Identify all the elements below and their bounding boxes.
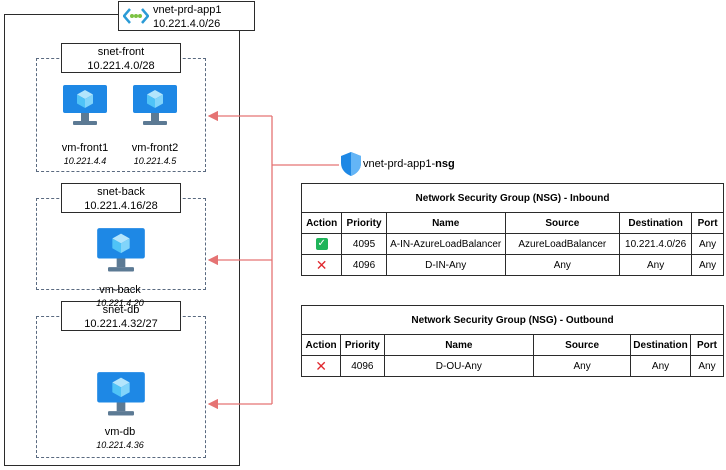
vnet-name: vnet-prd-app1 [153,4,222,16]
vm-front2-ip: 10.221.4.5 [133,156,177,166]
inbound-header-action: Action [300,212,343,234]
table-row: ✓ 4095 A-IN-AzureLoadBalancer AzureLoadB… [300,233,724,255]
subnet-db-label: snet-db 10.221.4.32/27 [61,301,181,331]
vnet-cidr: 10.221.4.0/26 [153,18,221,30]
nsg-name-suffix: nsg [435,158,455,170]
subnet-db-name: snet-db [102,304,140,316]
nsg-outbound-table: Network Security Group (NSG) - Outbound … [300,305,725,377]
destination-cell: Any [619,254,693,276]
vm-back-ip: 10.221.4.20 [96,298,144,308]
inbound-header-destination: Destination [619,212,693,234]
vm-monitor-icon [133,85,177,125]
nsg-inbound-table: Network Security Group (NSG) - Inbound A… [300,183,724,276]
vnet-label: vnet-prd-app1 10.221.4.0/26 [118,1,255,31]
table-row: ✕ 4096 D-IN-Any Any Any Any [300,254,724,276]
subnet-front-label: snet-front 10.221.4.0/28 [61,43,181,73]
subnet-back-cidr: 10.221.4.16/28 [84,200,158,212]
inbound-header-name: Name [385,212,506,234]
vm-db-name: vm-db [104,426,136,438]
vm-back-name: vm-back [99,284,141,296]
x-icon: ✕ [315,256,328,273]
port-cell: Any [689,355,725,377]
outbound-header-name: Name [383,334,535,356]
vm-monitor-icon [97,228,145,272]
table-row: ✕ 4096 D-OU-Any Any Any Any [300,355,725,377]
outbound-header-port: Port [689,334,725,356]
port-cell: Any [691,233,724,255]
inbound-header-priority: Priority [341,212,387,234]
vm-front1-name: vm-front1 [61,142,109,154]
vm-monitor-icon [63,85,107,125]
vm-db-ip: 10.221.4.36 [96,440,144,450]
source-cell: Any [504,254,621,276]
port-cell: Any [691,254,724,276]
subnet-back-label: snet-back 10.221.4.16/28 [61,183,181,213]
action-cell: ✕ [300,254,343,276]
subnet-db-cidr: 10.221.4.32/27 [84,318,158,330]
priority-cell: 4096 [341,254,387,276]
vm-front2-name: vm-front2 [131,142,179,154]
subnet-front-cidr: 10.221.4.0/28 [87,60,155,72]
shield-icon [341,152,361,176]
subnet-front-name: snet-front [97,46,145,58]
name-cell: A-IN-AzureLoadBalancer [385,233,506,255]
nsg-name-prefix: vnet-prd-app1- [363,158,436,170]
x-icon: ✕ [315,357,327,374]
outbound-header-destination: Destination [630,334,691,356]
action-cell: ✕ [300,355,342,377]
action-cell: ✓ [300,233,343,255]
priority-cell: 4096 [340,355,385,377]
inbound-header-port: Port [691,212,724,234]
source-cell: Any [533,355,632,377]
outbound-header-action: Action [300,334,342,356]
subnet-back-name: snet-back [97,186,145,198]
name-cell: D-OU-Any [383,355,535,377]
source-cell: AzureLoadBalancer [504,233,621,255]
outbound-header-priority: Priority [340,334,385,356]
destination-cell: 10.221.4.0/26 [619,233,693,255]
outbound-header-source: Source [533,334,632,356]
vnet-icon [123,8,149,24]
check-icon: ✓ [315,238,328,250]
priority-cell: 4095 [341,233,387,255]
inbound-header-source: Source [504,212,621,234]
outbound-title: Network Security Group (NSG) - Outbound [301,305,724,335]
vm-front1-ip: 10.221.4.4 [63,156,107,166]
destination-cell: Any [630,355,691,377]
inbound-title: Network Security Group (NSG) - Inbound [301,183,724,213]
vm-monitor-icon [97,372,145,416]
name-cell: D-IN-Any [385,254,506,276]
nsg-name: vnet-prd-app1-nsg [363,158,455,170]
